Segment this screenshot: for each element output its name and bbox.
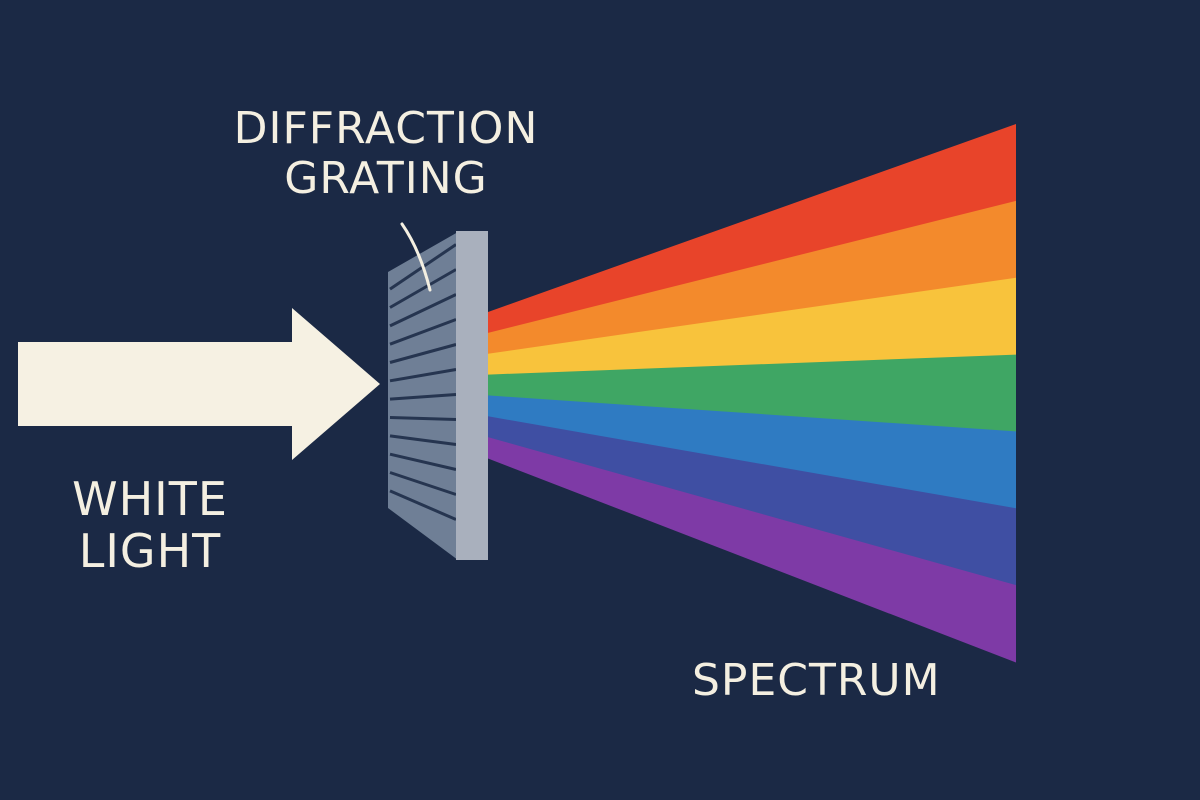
- diffraction-grating-label: DIFFRACTION GRATING: [226, 104, 546, 203]
- grating-ruling: [389, 293, 457, 328]
- spectrum-band: [488, 277, 1016, 376]
- spectrum-band: [488, 416, 1016, 586]
- white-light-label-line-1: WHITE: [72, 472, 228, 526]
- grating-ruling: [389, 368, 457, 383]
- grating-ruling: [389, 318, 457, 346]
- grating-ruling: [389, 434, 457, 446]
- spectrum-fan: [488, 124, 1016, 663]
- spectrum-band: [488, 395, 1016, 509]
- spectrum-band: [488, 124, 1016, 334]
- grating-ruling: [389, 268, 457, 309]
- diffraction-grating: [388, 231, 488, 560]
- grating-ruling: [389, 471, 457, 496]
- grating-ruling: [389, 452, 457, 471]
- grating-ruling: [389, 489, 457, 521]
- spectrum-band: [488, 354, 1016, 432]
- spectrum-label: SPECTRUM: [692, 655, 941, 706]
- white-light-arrow: [18, 308, 380, 460]
- grating-label-leader: [400, 222, 432, 292]
- grating-ruling: [389, 343, 457, 364]
- grating-label-line-1: DIFFRACTION: [233, 103, 539, 154]
- spectrum-band: [488, 200, 1016, 355]
- white-light-label: WHITE LIGHT: [60, 472, 240, 578]
- grating-label-line-2: GRATING: [284, 152, 488, 204]
- grating-front-edge: [456, 231, 488, 560]
- spectrum-band: [488, 437, 1016, 663]
- grating-ruling: [389, 416, 457, 421]
- white-light-label-line-2: LIGHT: [78, 523, 222, 578]
- grating-ruling: [389, 393, 457, 401]
